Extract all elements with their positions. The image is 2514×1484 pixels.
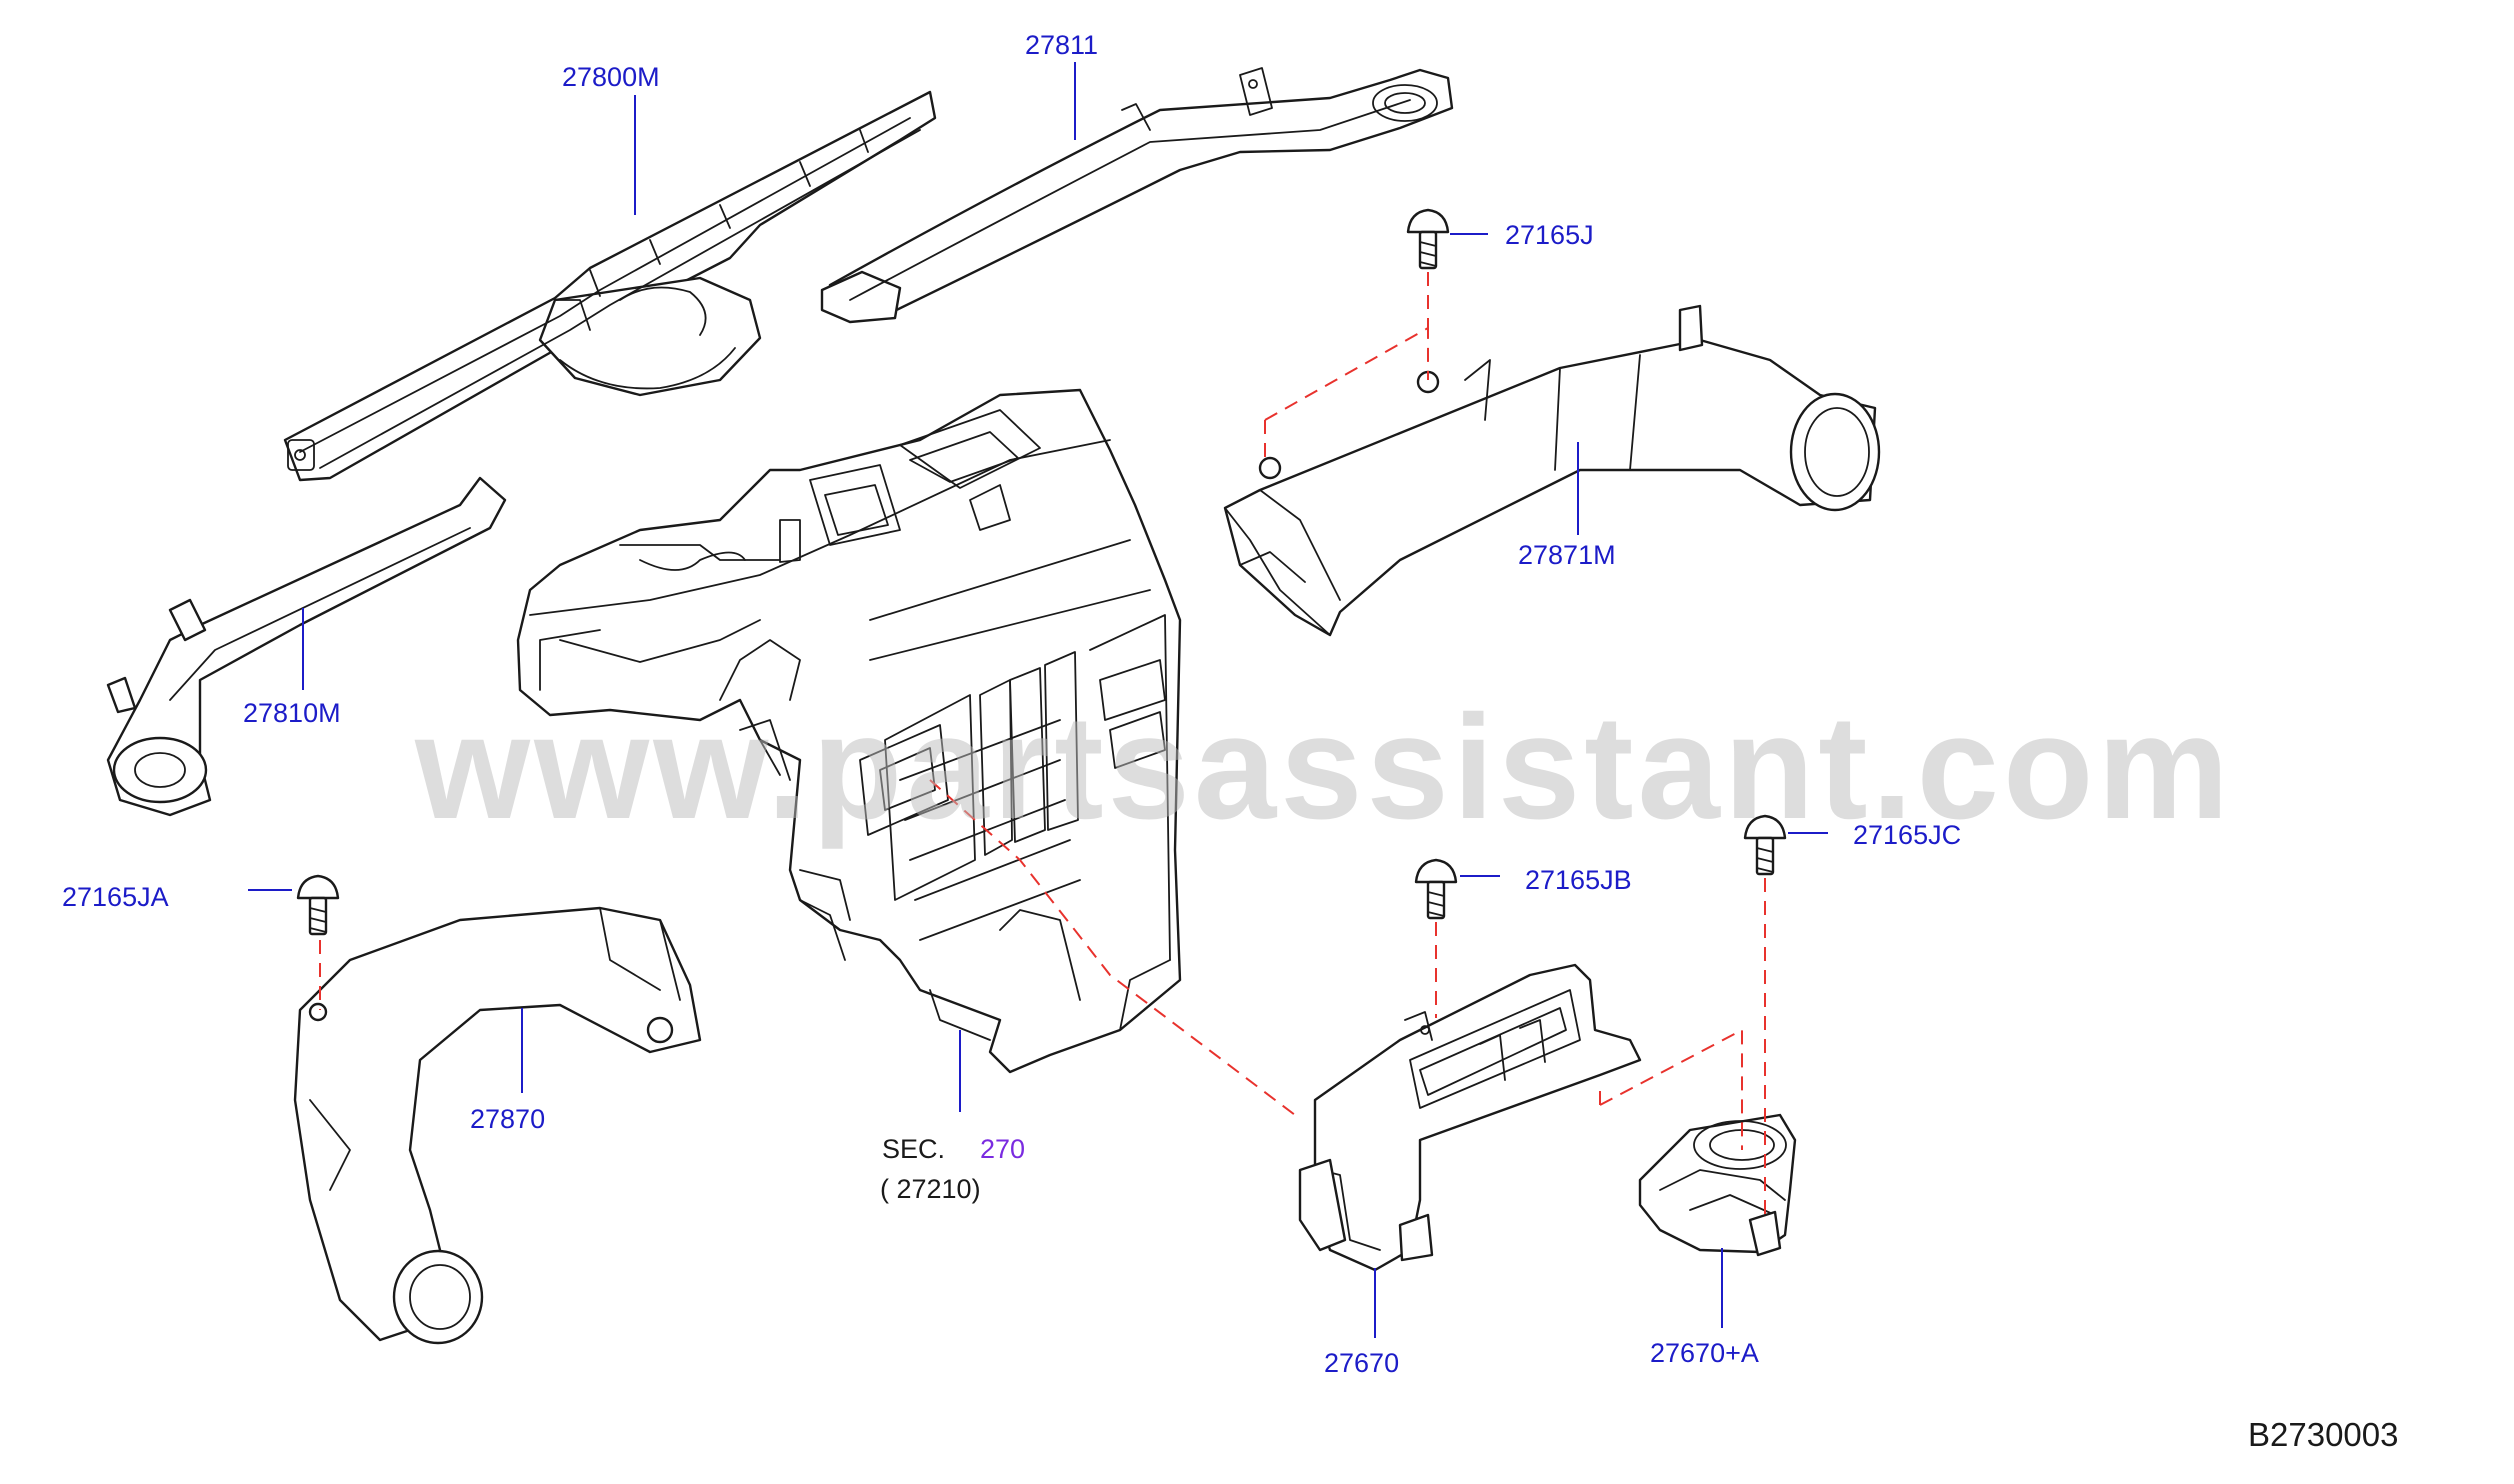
part-27810m-drawing <box>106 476 507 817</box>
clip-27165j-drawing <box>1406 208 1450 270</box>
label-27165j[interactable]: 27165J <box>1505 220 1594 250</box>
clip-27165jb-drawing <box>1414 858 1458 920</box>
part-27871m-drawing <box>1223 304 1881 637</box>
label-sec-sub: ( 27210) <box>880 1174 981 1204</box>
label-27165ja[interactable]: 27165JA <box>62 882 169 912</box>
label-sec-270[interactable]: 270 <box>980 1134 1025 1164</box>
label-27670a[interactable]: 27670+A <box>1650 1338 1759 1368</box>
label-27811[interactable]: 27811 <box>1025 30 1098 60</box>
label-27870[interactable]: 27870 <box>470 1104 545 1134</box>
label-27800m[interactable]: 27800M <box>562 62 660 92</box>
part-27870-drawing <box>293 906 702 1345</box>
label-27165jb[interactable]: 27165JB <box>1525 865 1632 895</box>
label-27670[interactable]: 27670 <box>1324 1348 1399 1378</box>
diagram-code: B2730003 <box>2248 1416 2398 1453</box>
leader-lines <box>248 62 1828 1338</box>
heater-unit-drawing <box>516 388 1182 1074</box>
label-27165jc[interactable]: 27165JC <box>1853 820 1961 850</box>
label-27871m[interactable]: 27871M <box>1518 540 1616 570</box>
label-27810m[interactable]: 27810M <box>243 698 341 728</box>
clip-27165ja-drawing <box>296 874 340 936</box>
watermark-text: www.partsassistant.com <box>414 685 2233 850</box>
part-27800m-drawing <box>283 90 937 482</box>
part-27670-drawing <box>1298 963 1642 1272</box>
part-27811-drawing <box>820 67 1454 324</box>
label-sec-prefix: SEC. <box>882 1134 945 1164</box>
part-27670a-drawing <box>1638 1113 1797 1257</box>
assembly-dashed-lines <box>319 272 1766 1220</box>
part-labels: 27800M 27811 27165J 27871M 27810M 27165J… <box>62 30 1961 1378</box>
clip-27165jc-drawing <box>1743 814 1787 876</box>
